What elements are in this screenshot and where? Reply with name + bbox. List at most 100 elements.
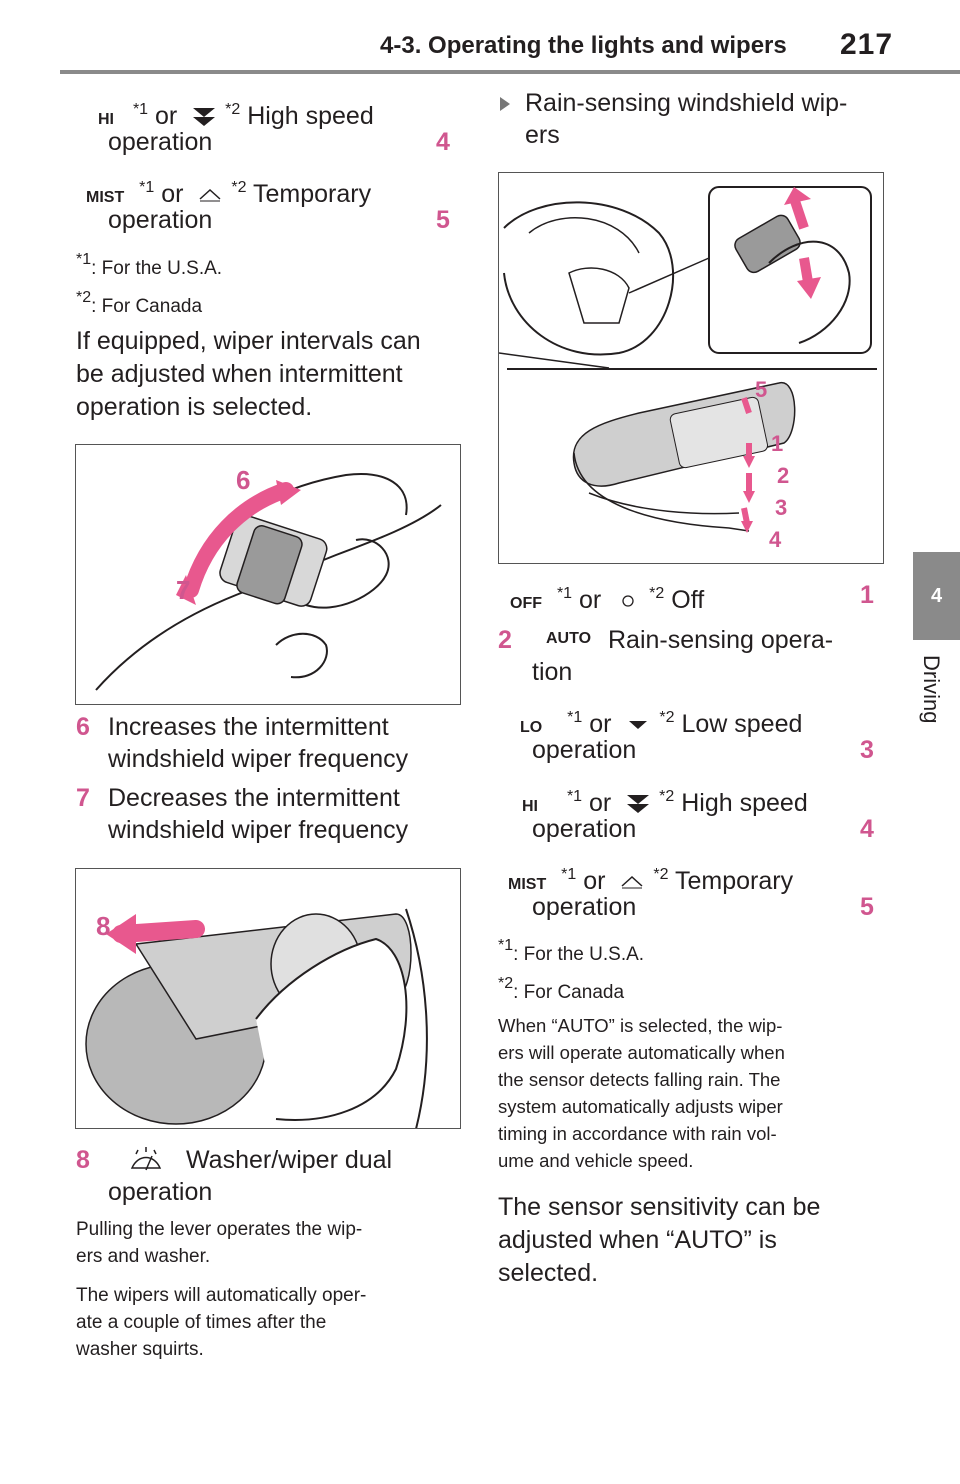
off-item: OFF *1 or *2 Off (510, 578, 704, 620)
mist-label: MIST (86, 189, 125, 206)
auto-text-2: tion (532, 658, 573, 686)
auto-para-line6: ume and vehicle speed. (498, 1150, 694, 1171)
mist-item-right: MIST *1 or *2 Temporary (508, 859, 793, 901)
mist-number: 5 (436, 206, 450, 234)
hi-item: HI *1 or *2 High speed (98, 94, 374, 136)
item-6-line2: windshield wiper frequency (108, 745, 409, 773)
section-heading-line1: Rain-sensing windshield wip- (525, 89, 848, 117)
item-8-line2: operation (108, 1178, 213, 1206)
sensitivity-line1: The sensor sensitivity can be (498, 1193, 821, 1221)
callout-3: 3 (775, 495, 788, 520)
hi-text: High speed (681, 789, 808, 817)
page-number: 217 (840, 28, 894, 61)
mist-chevron-icon (621, 876, 643, 889)
mist-text-2-right: operation (532, 893, 637, 921)
auto-para-line3: the sensor detects falling rain. The (498, 1069, 781, 1090)
callout-8: 8 (96, 911, 111, 941)
section-heading-line2: ers (525, 121, 560, 149)
footnote-ref: *2 (659, 709, 675, 726)
intervals-para-line2: be adjusted when intermittent (76, 360, 403, 388)
washer-wiper-icon (130, 1147, 162, 1171)
footnote-text: : For the U.S.A. (91, 258, 223, 279)
lo-number: 3 (860, 736, 874, 764)
off-text: Off (671, 586, 705, 614)
high-speed-icon (627, 795, 650, 814)
mist-chevron-icon (199, 189, 221, 202)
sensitivity-line3: selected. (498, 1259, 599, 1287)
footnote-ref: *2 (659, 788, 675, 805)
sensitivity-line2: adjusted when “AUTO” is (498, 1226, 777, 1254)
mist-text-2: operation (108, 206, 213, 234)
footnote-text: : For Canada (513, 982, 625, 1003)
intervals-para-line3: operation is selected. (76, 393, 313, 421)
hi-number-right: 4 (860, 815, 874, 843)
item-7-number: 7 (76, 784, 90, 812)
auto-squirt-line2: ate a couple of times after the (76, 1312, 327, 1333)
hi-label: HI (522, 798, 538, 815)
auto-squirt-line1: The wipers will automatically oper- (76, 1285, 367, 1306)
mist-number-right: 5 (860, 893, 874, 921)
mist-text: Temporary (253, 180, 372, 208)
pull-para-line1: Pulling the lever operates the wip- (76, 1219, 363, 1240)
or-text: or (583, 867, 606, 895)
footnote-text: : For the U.S.A. (513, 944, 645, 965)
hi-item-right: HI *1 or *2 High speed (522, 781, 808, 823)
footnote-ref: *1 (139, 179, 155, 196)
or-text: or (589, 710, 612, 738)
auto-text: Rain-sensing opera- (608, 626, 834, 654)
item-7-line2: windshield wiper frequency (108, 816, 409, 844)
lo-item: LO *1 or *2 Low speed (520, 702, 802, 744)
footnote-ref: *2 (653, 866, 669, 883)
or-text: or (589, 789, 612, 817)
lo-label: LO (520, 719, 543, 736)
figure-washer-pull: 8 (75, 868, 461, 1129)
or-text: or (579, 586, 602, 614)
footnote-2-right: *2: For Canada (498, 970, 624, 1007)
mist-text: Temporary (675, 867, 794, 895)
mist-item: MIST *1 or *2 Temporary (86, 172, 371, 214)
footnote-ref: *1 (561, 866, 577, 883)
off-label: OFF (510, 595, 542, 612)
hi-text-2: operation (108, 128, 213, 156)
callout-7: 7 (176, 575, 191, 605)
low-speed-icon (629, 721, 648, 730)
auto-para-line5: timing in accordance with rain vol- (498, 1123, 777, 1144)
auto-para-line4: system automatically adjusts wiper (498, 1096, 783, 1117)
footnote-ref: *2 (231, 179, 247, 196)
hi-number: 4 (436, 128, 450, 156)
footnote-ref: *1 (556, 585, 573, 602)
footnote-ref: *1 (132, 101, 149, 118)
figure-rain-sensing: 5 1 2 3 4 (498, 172, 884, 564)
auto-para-line1: When “AUTO” is selected, the wip- (498, 1015, 783, 1036)
figure-interval-adjust: 6 7 (75, 444, 461, 705)
footnote-ref: *2 (225, 101, 241, 118)
header-rule (60, 70, 960, 74)
callout-1: 1 (771, 431, 784, 456)
section-bullet-icon (500, 97, 510, 111)
footnote-mark: *1 (498, 937, 514, 954)
high-speed-icon (193, 108, 216, 127)
auto-label: AUTO (546, 630, 592, 647)
off-circle-icon (622, 595, 634, 608)
rain-sensing-illustration (499, 186, 877, 533)
intervals-para-line1: If equipped, wiper intervals can (76, 327, 421, 355)
footnote-mark: *1 (76, 251, 92, 268)
lever-illustration (95, 473, 442, 691)
hi-label: HI (98, 111, 114, 128)
or-text: or (155, 102, 178, 130)
lever-pull-illustration (85, 908, 428, 1128)
header-title: 4-3. Operating the lights and wipers (380, 32, 787, 59)
off-number: 1 (860, 581, 874, 609)
callout-5: 5 (755, 377, 768, 402)
auto-para-line2: ers will operate automatically when (498, 1042, 785, 1063)
footnote-ref: *1 (566, 788, 583, 805)
footnote-1-right: *1: For the U.S.A. (498, 932, 644, 969)
footnote-2: *2: For Canada (76, 284, 202, 321)
item-8-number: 8 (76, 1146, 90, 1174)
pull-para-line2: ers and washer. (76, 1246, 211, 1267)
auto-squirt-line3: washer squirts. (76, 1339, 204, 1360)
lo-text-2: operation (532, 736, 637, 764)
item-8-line1: Washer/wiper dual (186, 1146, 393, 1174)
item-7-line1: Decreases the intermittent (108, 784, 400, 812)
chapter-tab: 4 (913, 552, 960, 640)
